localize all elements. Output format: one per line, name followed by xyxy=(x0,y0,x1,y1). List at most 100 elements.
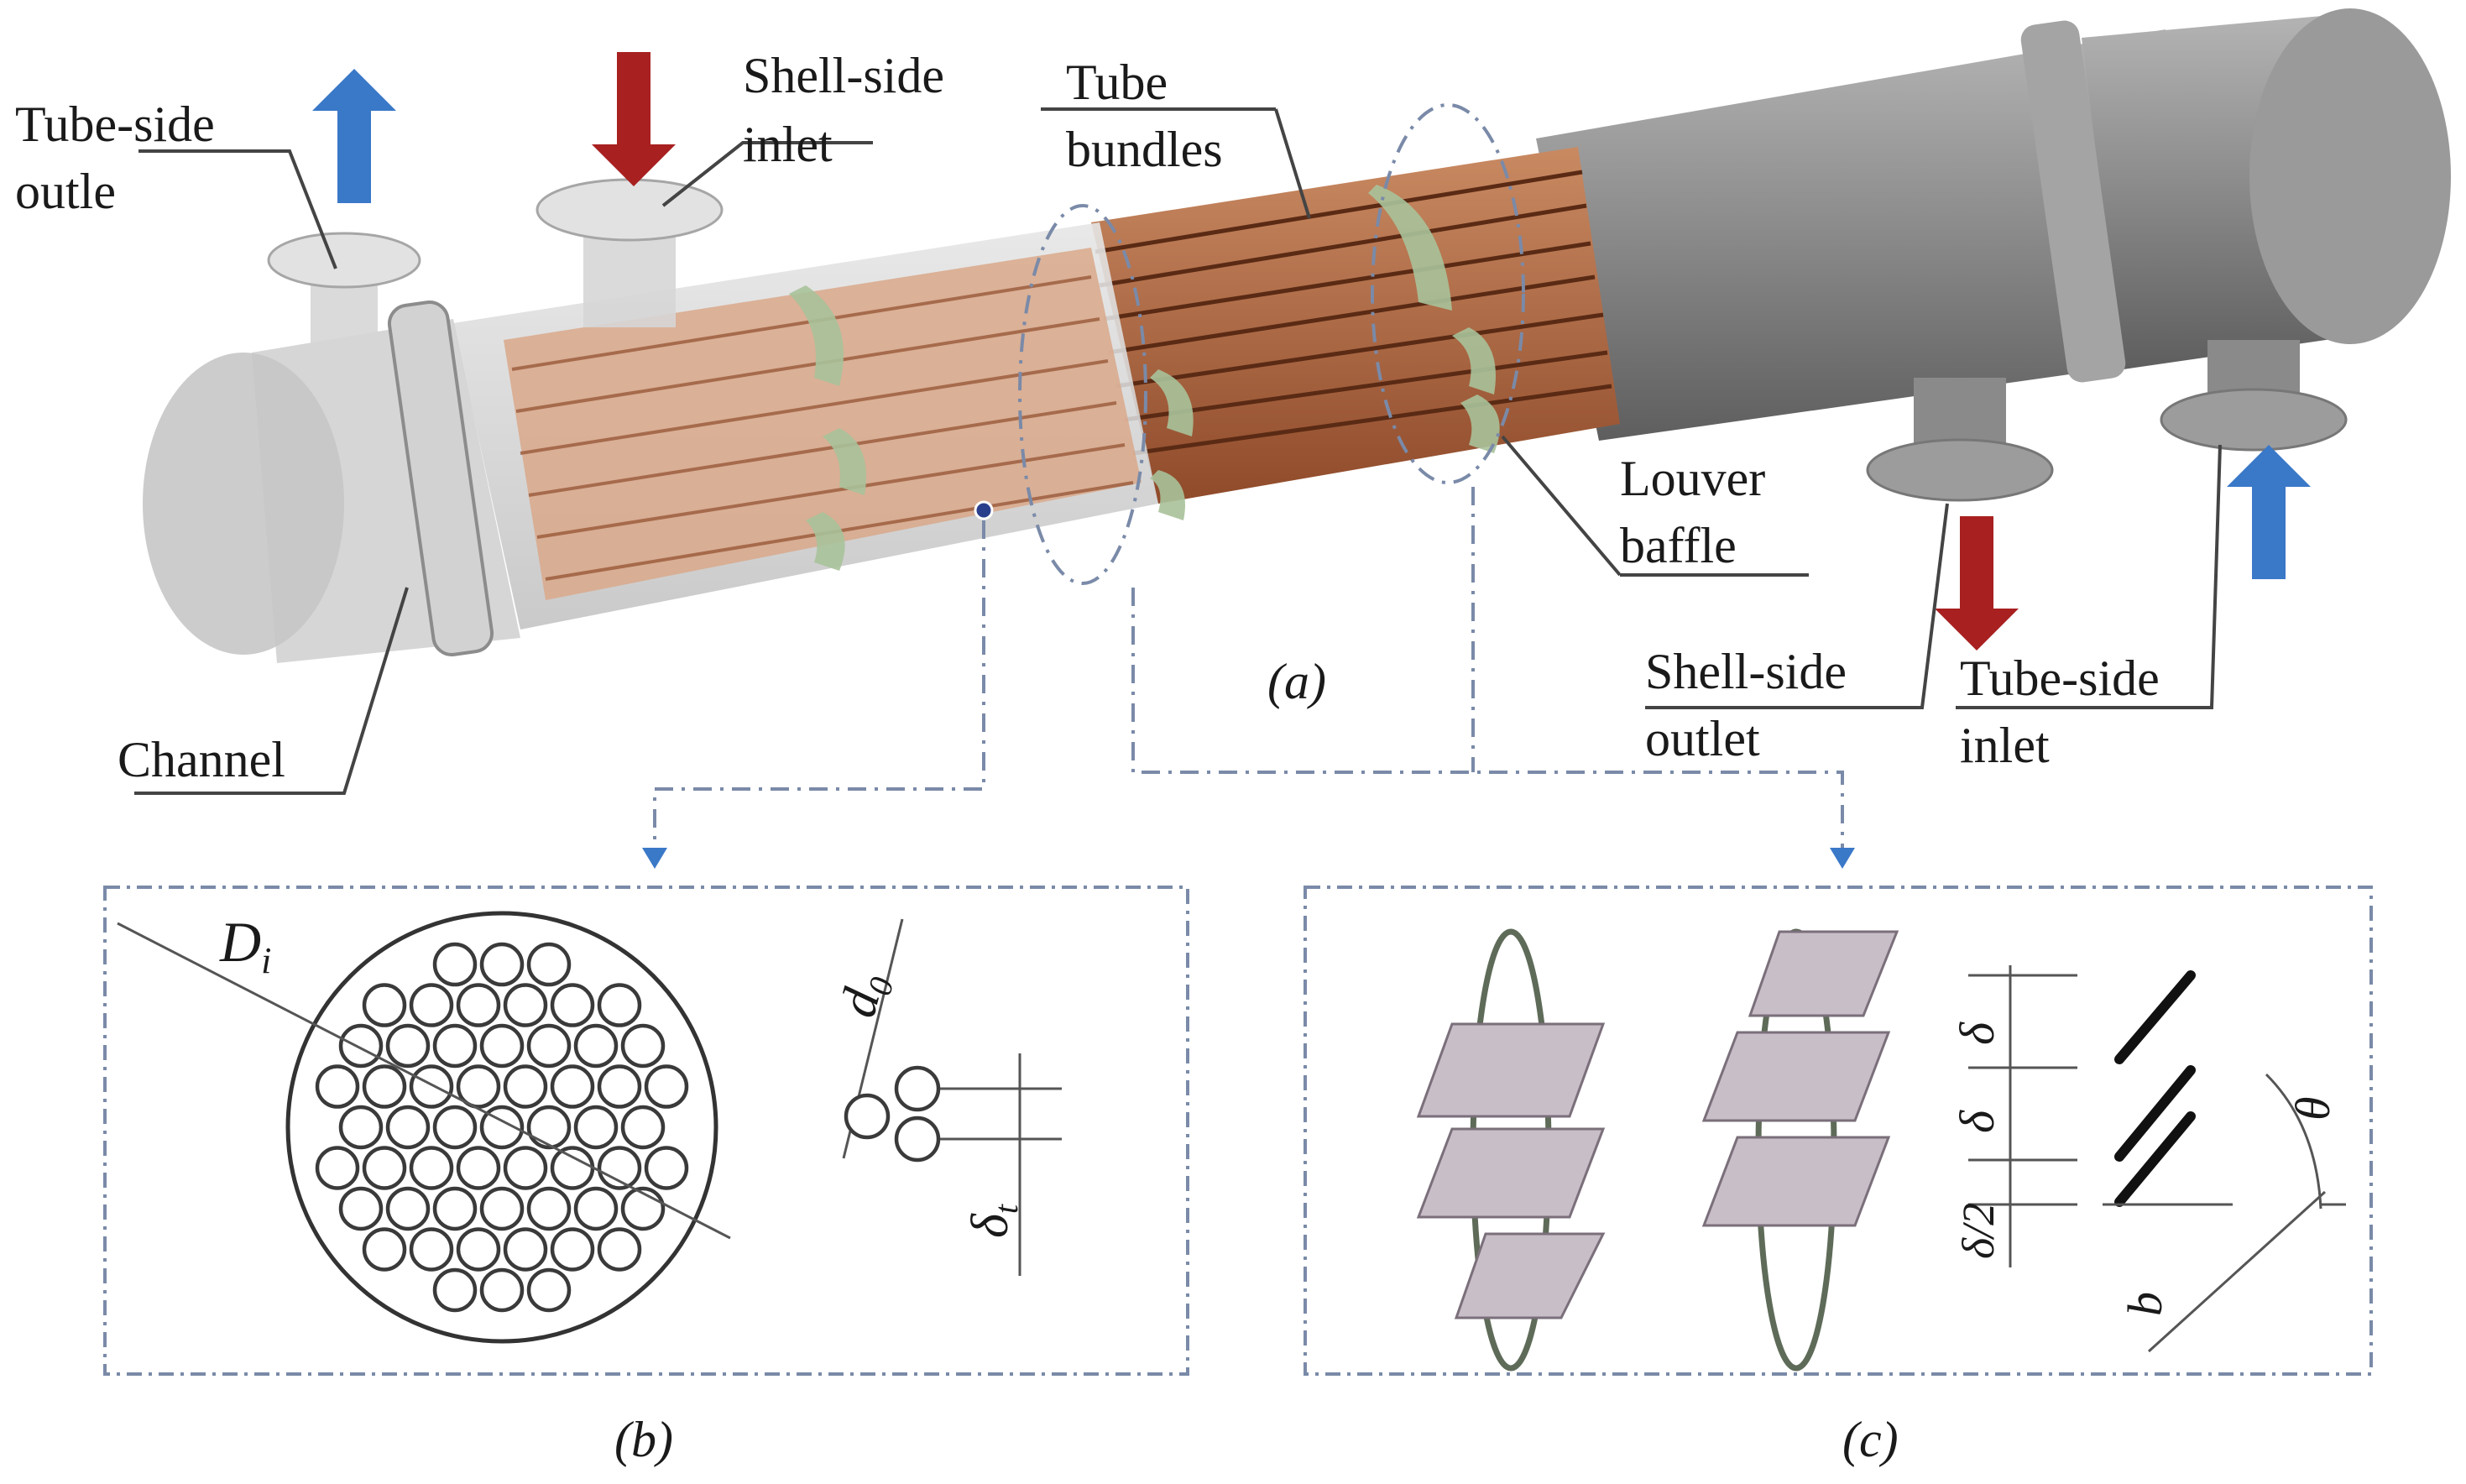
tube-hole-16 xyxy=(315,1064,360,1109)
tube-hole-42 xyxy=(479,1186,525,1231)
tube-hole-3 xyxy=(362,983,407,1027)
pitch-tube-1 xyxy=(844,1093,891,1140)
arrow-shell-side-inlet-icon xyxy=(592,52,676,186)
caption-c: (c) xyxy=(1842,1412,1899,1467)
nozzle-tube-side-outlet xyxy=(267,232,421,361)
symbol-delta-2: δ xyxy=(1950,1110,2004,1133)
tube-hole-53 xyxy=(479,1267,525,1313)
leader-lines xyxy=(134,107,2222,795)
symbol-delta-1: δ xyxy=(1950,1022,2004,1045)
label-tube-side-inlet-2: inlet xyxy=(1960,718,2050,773)
tube-hole-50 xyxy=(550,1227,595,1272)
tube-hole-29 xyxy=(573,1105,619,1150)
tube-hole-32 xyxy=(362,1146,407,1190)
tube-hole-25 xyxy=(385,1105,431,1150)
symbol-Di: Di xyxy=(219,910,271,981)
tube-hole-47 xyxy=(409,1227,454,1272)
tube-hole-2 xyxy=(526,942,572,987)
tube-hole-12 xyxy=(479,1023,525,1069)
panel-c-baffle-detail: δ δ δ/2 θ b xyxy=(1304,886,2373,1376)
tube-hole-38 xyxy=(644,1146,689,1190)
tube-hole-34 xyxy=(456,1146,501,1190)
tube-hole-51 xyxy=(597,1227,642,1272)
tube-hole-15 xyxy=(620,1023,666,1069)
tube-hole-10 xyxy=(385,1023,431,1069)
tube-hole-8 xyxy=(597,983,642,1027)
label-tube-side-inlet-1: Tube-side xyxy=(1960,651,2160,706)
label-louver-baffle-1: Louver xyxy=(1620,451,1765,506)
tube-hole-20 xyxy=(503,1064,548,1109)
label-tube-bundles-2: bundles xyxy=(1066,122,1223,177)
tube-hole-39 xyxy=(338,1186,384,1231)
panel-b-tube-layout: Di d0 δt xyxy=(103,886,1189,1376)
tube-hole-27 xyxy=(479,1105,525,1150)
panel-b-frame xyxy=(103,886,1189,1376)
tube-hole-4 xyxy=(409,983,454,1027)
left-flange xyxy=(387,300,494,656)
callout-circle-right xyxy=(1371,103,1525,484)
tube-hole-36 xyxy=(550,1146,595,1190)
panel-c-frame xyxy=(1304,886,2373,1376)
left-dome xyxy=(143,353,344,655)
dim-line-b xyxy=(2147,1190,2327,1353)
tube-hole-5 xyxy=(456,983,501,1027)
label-louver-baffle-2: baffle xyxy=(1620,518,1737,573)
shell-cross-section xyxy=(285,911,718,1344)
symbol-delta-half: δ/2 xyxy=(1953,1203,2004,1259)
tube-hole-37 xyxy=(597,1146,642,1190)
detail-connectors xyxy=(642,487,1855,869)
spacing-dimensions xyxy=(1968,965,2077,1267)
tube-hole-44 xyxy=(573,1186,619,1231)
tube-hole-19 xyxy=(456,1064,501,1109)
tube-hole-23 xyxy=(644,1064,689,1109)
angle-arc xyxy=(2265,1073,2322,1210)
tube-hole-40 xyxy=(385,1186,431,1231)
tube-hole-7 xyxy=(550,983,595,1027)
symbol-theta: θ xyxy=(2286,1097,2340,1121)
tube-hole-41 xyxy=(432,1186,478,1231)
arrow-tube-side-inlet-icon xyxy=(2227,445,2311,579)
tube-hole-48 xyxy=(456,1227,501,1272)
tube-hole-14 xyxy=(573,1023,619,1069)
tube-hole-49 xyxy=(503,1227,548,1272)
tube-hole-17 xyxy=(362,1064,407,1109)
callout-circle-left xyxy=(1018,204,1147,585)
symbol-delta-t: δt xyxy=(962,1204,1025,1238)
label-tube-side-outlet-2: outle xyxy=(15,164,116,219)
louver-baffles xyxy=(789,185,1500,571)
tube-hole-54 xyxy=(526,1267,572,1313)
tube-hole-18 xyxy=(409,1064,454,1109)
nozzle-shell-side-outlet xyxy=(1866,378,2054,502)
tube-hole-6 xyxy=(503,983,548,1027)
caption-a: (a) xyxy=(1267,654,1326,709)
tube-hole-26 xyxy=(432,1105,478,1150)
label-channel: Channel xyxy=(118,732,285,787)
tube-hole-24 xyxy=(338,1105,384,1150)
right-dome xyxy=(2249,8,2451,344)
tube-hole-35 xyxy=(503,1146,548,1190)
tube-hole-31 xyxy=(315,1146,360,1190)
louver-plates xyxy=(1416,930,1899,1319)
tube-hole-33 xyxy=(409,1146,454,1190)
section-marker-dot xyxy=(974,500,994,520)
right-flange xyxy=(2020,20,2126,383)
label-tube-side-outlet-1: Tube-side xyxy=(15,97,215,152)
tube-hole-52 xyxy=(432,1267,478,1313)
symbol-b: b xyxy=(2118,1292,2172,1316)
label-tube-bundles-1: Tube xyxy=(1066,55,1168,110)
pitch-tube-2 xyxy=(894,1065,941,1112)
nozzle-tube-side-inlet xyxy=(2160,340,2348,452)
symbol-d0: d0 xyxy=(829,967,901,1025)
tube-hole-1 xyxy=(479,942,525,987)
tube-lines-exposed xyxy=(1095,170,1612,456)
tube-hole-11 xyxy=(432,1023,478,1069)
tube-hole-28 xyxy=(526,1105,572,1150)
tube-hole-30 xyxy=(620,1105,666,1150)
label-shell-side-outlet-2: outlet xyxy=(1645,711,1760,766)
component-labels: Tube-side outle Shell-side inlet Tube bu… xyxy=(15,48,2160,787)
exchanger-3d-view xyxy=(143,8,2451,663)
dim-line-Di xyxy=(117,922,731,1240)
tube-hole-9 xyxy=(338,1023,384,1069)
label-shell-side-inlet-1: Shell-side xyxy=(743,48,944,103)
